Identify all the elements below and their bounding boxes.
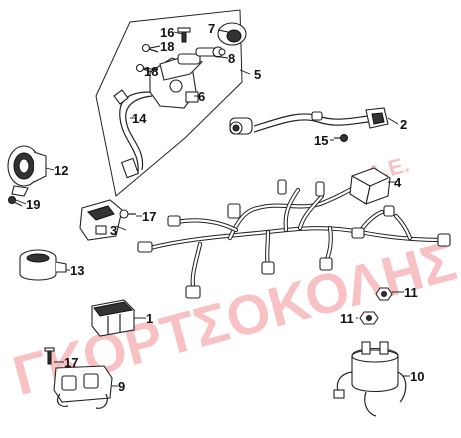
callout-6: 6 bbox=[198, 89, 205, 104]
callout-13: 13 bbox=[70, 263, 84, 278]
fuse-holder bbox=[44, 347, 113, 409]
callout-19: 19 bbox=[26, 197, 40, 212]
callout-labels: 1 2 3 4 5 6 7 8 9 10 11 11 12 13 14 15 1… bbox=[26, 21, 424, 394]
callout-10: 10 bbox=[410, 369, 424, 384]
nut-upper bbox=[375, 287, 393, 301]
callout-17-lower: 17 bbox=[64, 355, 78, 370]
callout-2: 2 bbox=[400, 117, 407, 132]
callout-18-upper: 18 bbox=[160, 39, 174, 54]
ignition-wire bbox=[113, 89, 153, 179]
horn-bolt bbox=[8, 196, 23, 207]
horn bbox=[7, 145, 47, 197]
nut-lower bbox=[359, 311, 379, 325]
relay-4 bbox=[349, 167, 391, 205]
callout-1: 1 bbox=[146, 311, 153, 326]
callout-15: 15 bbox=[314, 133, 328, 148]
callout-7: 7 bbox=[208, 21, 215, 36]
regulator-block bbox=[91, 299, 135, 337]
callout-4: 4 bbox=[394, 175, 402, 190]
callout-12: 12 bbox=[54, 163, 68, 178]
callout-11-upper: 11 bbox=[404, 285, 418, 300]
callout-8: 8 bbox=[228, 51, 235, 66]
callout-9: 9 bbox=[118, 379, 125, 394]
callout-17-upper: 17 bbox=[142, 209, 156, 224]
callout-18-lower: 18 bbox=[144, 64, 158, 79]
ignition-assembly-frame bbox=[95, 9, 243, 197]
screws-top bbox=[135, 27, 191, 73]
starter-relay bbox=[333, 341, 407, 417]
leader-lines bbox=[15, 29, 410, 387]
callout-5: 5 bbox=[254, 67, 261, 82]
relay-screw bbox=[119, 209, 136, 219]
callout-11-lower: 11 bbox=[340, 311, 354, 326]
cable-screw bbox=[334, 134, 348, 142]
ignition-switch bbox=[149, 46, 224, 109]
starter-cable bbox=[229, 107, 389, 135]
relay-unit bbox=[79, 199, 123, 241]
main-wiring-harness bbox=[147, 181, 447, 295]
callout-3: 3 bbox=[110, 223, 117, 238]
callout-14: 14 bbox=[132, 111, 147, 126]
key-cover bbox=[217, 22, 247, 56]
rubber-boot bbox=[19, 249, 67, 281]
harness-connectors bbox=[137, 179, 451, 299]
callout-16: 16 bbox=[160, 25, 174, 40]
